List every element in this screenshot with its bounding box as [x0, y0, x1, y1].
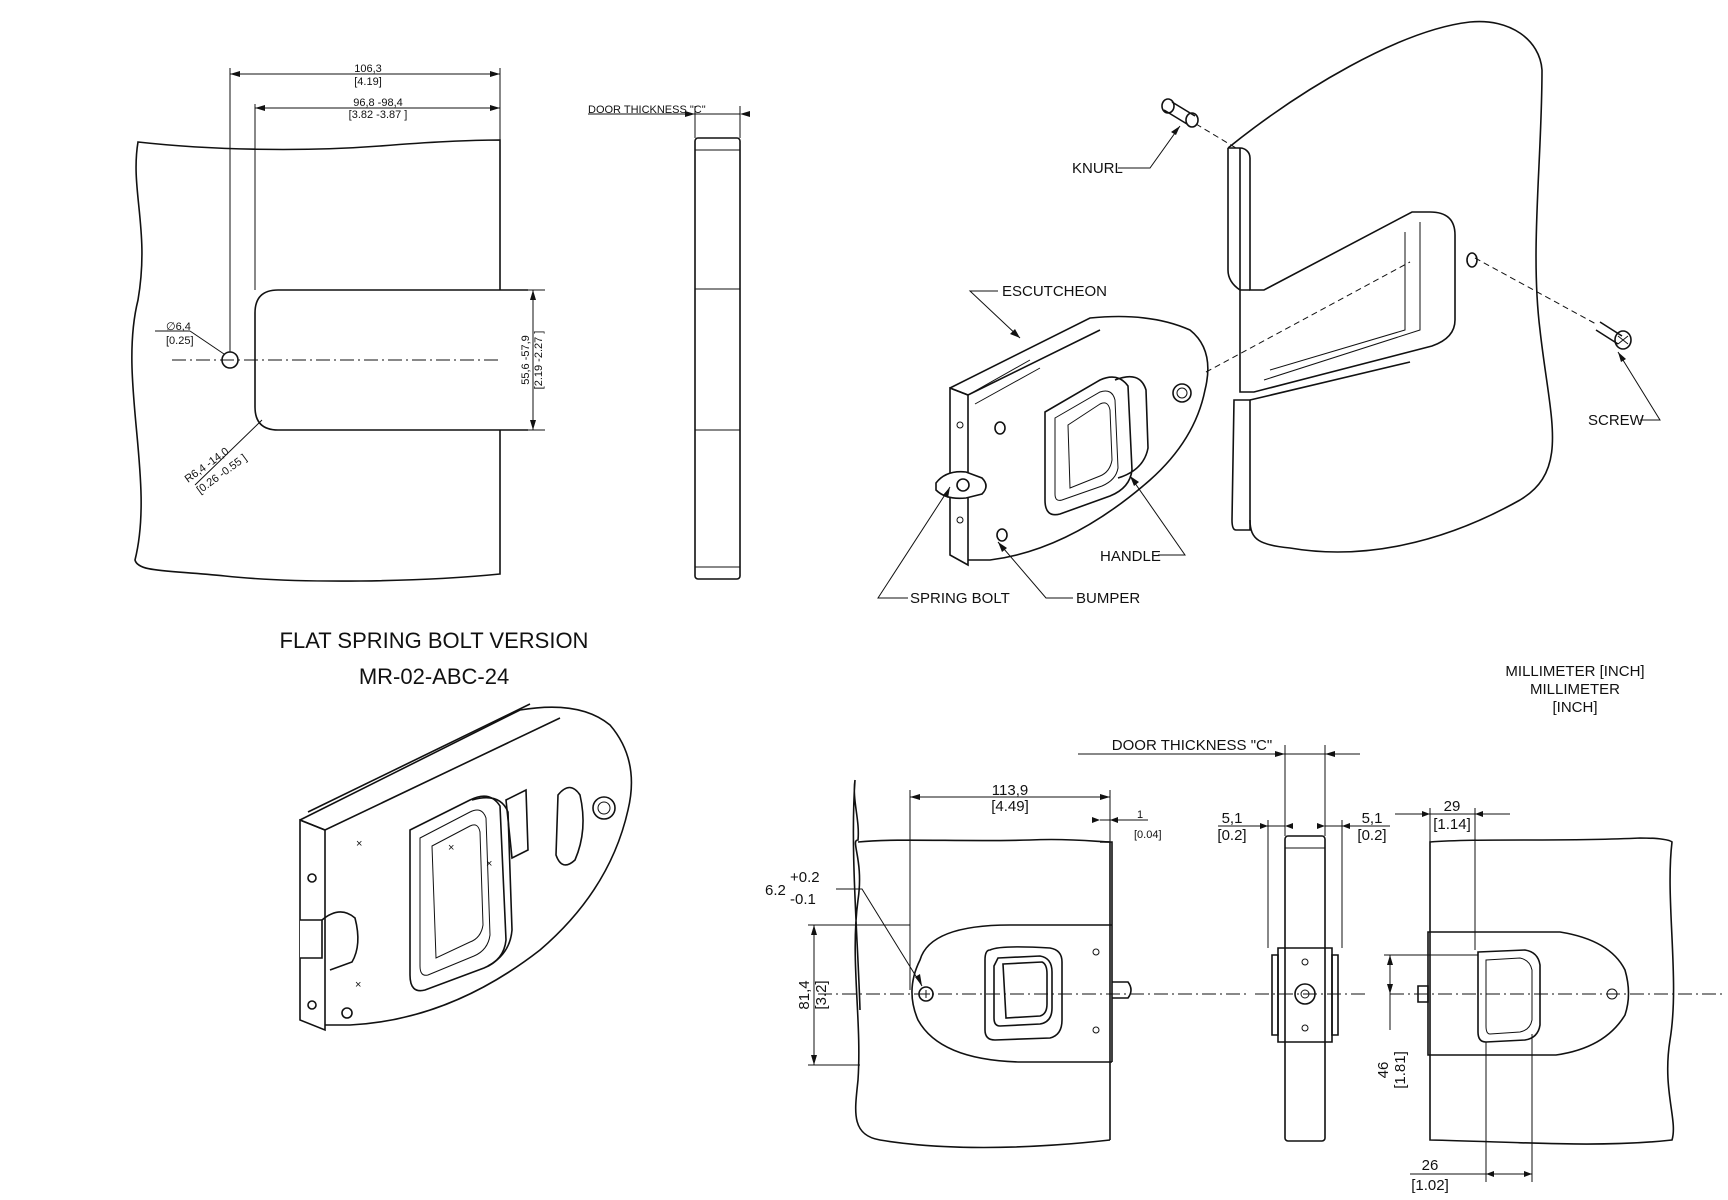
callout-bumper: BUMPER	[1076, 590, 1140, 607]
callout-knurl: KNURL	[1072, 160, 1123, 177]
front-door-outline	[852, 779, 1111, 1149]
units-line-1: MILLIMETER [INCH]	[1505, 663, 1644, 680]
hole-tol-plus: +0.2	[790, 869, 820, 886]
lock-face-plate	[299, 706, 633, 1026]
door-slab	[1227, 20, 1554, 553]
escutcheon-assembly	[935, 315, 1209, 567]
callout-spring-bolt: SPRING BOLT	[910, 590, 1010, 607]
units-line-2: MILLIMETER	[1530, 681, 1620, 698]
door-edge	[694, 137, 741, 580]
hole-tol-base: 6.2	[765, 882, 786, 899]
callout-screw: SCREW	[1588, 412, 1645, 429]
dim-height-mm2: 81,4	[796, 980, 813, 1009]
title-line-1: FLAT SPRING BOLT VERSION	[280, 628, 589, 653]
screw	[1595, 321, 1632, 350]
spring-bolt	[935, 470, 987, 500]
lock-handle	[471, 796, 513, 967]
dim-inner-h-in: [1.81]	[1392, 1051, 1409, 1089]
dim-depth-mm: 96,8 -98,4	[353, 97, 403, 109]
dim-inner-h-mm: 46	[1375, 1062, 1392, 1079]
lock-isometric-view: × × × ×	[299, 703, 633, 1032]
knurl-pin	[1161, 98, 1199, 128]
dim-right-offset-in: [0.2]	[1357, 827, 1386, 844]
dim-width-in: [4.19]	[354, 76, 382, 88]
dim-pocket-mm: 26	[1422, 1157, 1439, 1174]
handle	[1114, 375, 1149, 479]
lock-screw-hole	[592, 796, 616, 820]
dim-width-mm: 106,3	[354, 63, 382, 75]
dim-hole-mm: ∅6,4	[166, 321, 191, 333]
dim-height-in: [2.19 -2.27 ]	[533, 331, 545, 390]
back-door-outline	[1429, 837, 1675, 1145]
escutcheon-screw-hole	[1172, 383, 1192, 403]
units-line-3: [INCH]	[1553, 699, 1598, 716]
lock-engraving-strip	[505, 788, 529, 860]
dim-pocket-in: [1.02]	[1411, 1177, 1449, 1194]
exploded-view: KNURL ESCUTCHEON SCREW HANDLE SPRING BOL…	[877, 20, 1661, 607]
dim-hole-in: [0.25]	[166, 335, 194, 347]
svg-text:×: ×	[448, 842, 454, 854]
front-escutcheon	[911, 924, 1112, 1063]
hole-tol-minus: -0.1	[790, 891, 816, 908]
dim-left-offset-mm: 5,1	[1222, 810, 1243, 827]
bumper-top	[994, 421, 1006, 435]
lock-handle-pocket	[409, 795, 507, 992]
dim-height-mm: 55,6 -57,9	[520, 335, 532, 385]
door-edge-view: DOOR THICKNESS "C"	[588, 104, 750, 580]
door-cutout-view: 106,3 [4.19] 96,8 -98,4 [3.82 -3.87 ] ∅6…	[131, 63, 545, 582]
bumper	[996, 528, 1008, 542]
side-door-edge	[1284, 835, 1326, 1142]
installed-side-view: DOOR THICKNESS "C" 5,1 [0.2] 5,1 [0.2]	[1078, 737, 1390, 1142]
svg-text:×: ×	[486, 858, 492, 870]
dim-gap-in: [0.04]	[1134, 829, 1162, 841]
dim-w1-mm: 113,9	[992, 782, 1028, 799]
side-escutcheon	[1277, 947, 1333, 1043]
installed-front-view: 113,9 [4.49] 1 [0.04] 6.2 +0.2 -0.1 81,4…	[765, 779, 1250, 1149]
dim-inner-w-mm: 29	[1444, 798, 1461, 815]
dim-inner-w-in: [1.14]	[1433, 816, 1471, 833]
door-slab-lower-face	[1231, 399, 1251, 531]
callout-handle: HANDLE	[1100, 548, 1161, 565]
dim-right-offset-mm: 5,1	[1362, 810, 1383, 827]
side-door-thickness: DOOR THICKNESS "C"	[1112, 737, 1272, 754]
escutcheon-plate	[949, 315, 1209, 561]
door-outline	[131, 139, 501, 582]
dim-depth-in: [3.82 -3.87 ]	[349, 109, 408, 121]
callout-escutcheon: ESCUTCHEON	[1002, 283, 1107, 300]
svg-text:×: ×	[356, 838, 362, 850]
lock-thumb-slot	[555, 786, 584, 866]
svg-text:×: ×	[355, 979, 361, 991]
title-line-2: MR-02-ABC-24	[359, 664, 509, 689]
back-escutcheon	[1427, 931, 1630, 1056]
dim-left-offset-in: [0.2]	[1217, 827, 1246, 844]
door-slab-upper-face	[1228, 147, 1456, 393]
escutcheon-handle-pocket	[1044, 376, 1133, 516]
dim-w1-in: [4.49]	[991, 798, 1029, 815]
edge-door-thickness: DOOR THICKNESS "C"	[588, 104, 706, 116]
dim-height-in2: [3.2]	[813, 980, 830, 1009]
dim-gap-mm: 1	[1137, 809, 1143, 821]
lock-edge-notch	[300, 919, 323, 959]
installed-back-view: 29 [1.14] 46 [1.81] 26 [1.02]	[1375, 798, 1725, 1194]
